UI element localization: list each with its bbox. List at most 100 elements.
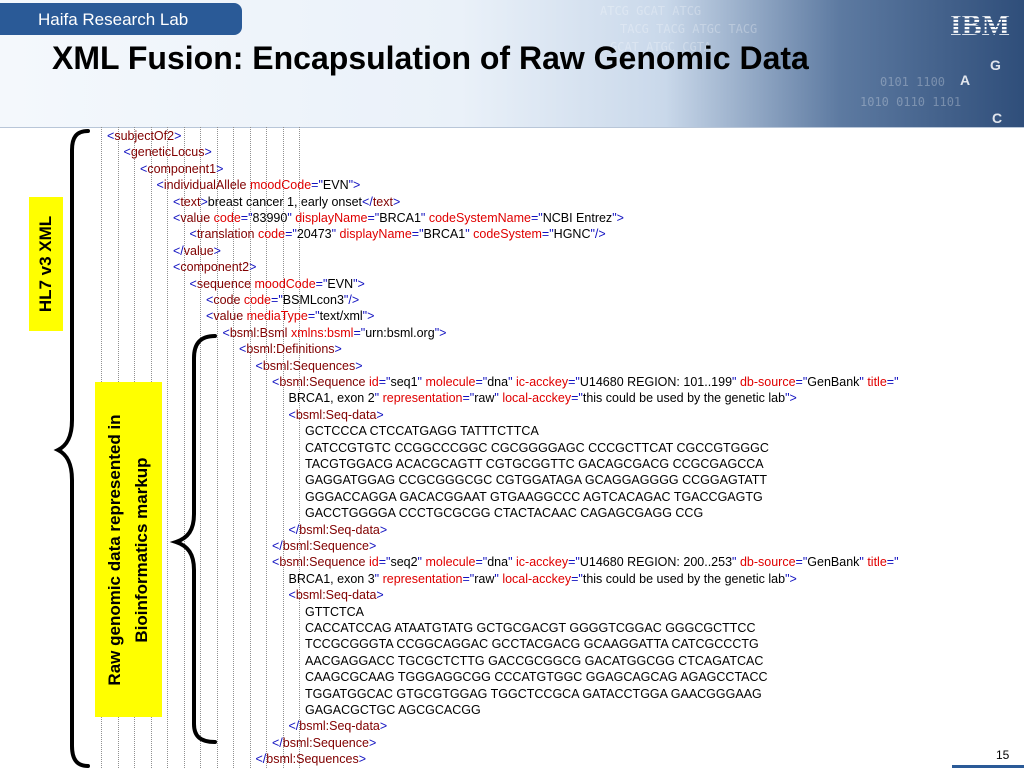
xml-delimiter: </ <box>255 752 267 767</box>
xml-attribute: representation <box>379 391 463 406</box>
xml-delimiter: </ <box>288 719 300 734</box>
indent-guide <box>249 127 251 768</box>
xml-line: <geneticLocus> <box>124 144 212 160</box>
xml-line: </bsml:Sequences> <box>256 751 367 767</box>
xml-delimiter: " <box>417 555 422 570</box>
xml-delimiter: " <box>374 391 380 406</box>
xml-line: <component2> <box>173 259 256 275</box>
xml-attribute: molecule <box>421 375 476 389</box>
xml-delimiter: > <box>334 342 342 357</box>
xml-line: <text>breast cancer 1, early onset</text… <box>173 194 400 210</box>
xml-delimiter: =" <box>475 555 488 570</box>
xml-attribute: molecule <box>421 555 476 570</box>
xml-delimiter: " <box>420 211 426 225</box>
xml-attribute: ic-acckey <box>512 375 569 389</box>
xml-delimiter: " <box>732 375 737 389</box>
xml-delimiter: =" <box>571 571 583 586</box>
xml-value: CAAGCGCAAG TGGGAGGCGG CCCATGTGGC GGAGCAG… <box>305 670 768 685</box>
xml-delimiter: < <box>206 309 214 324</box>
xml-value: BRCA1, exon 3 <box>288 571 375 586</box>
xml-delimiter: < <box>255 358 263 373</box>
xml-value: urn:bsml.org <box>365 325 435 340</box>
bio-label-line-1: Raw genomic data represented in <box>105 413 124 686</box>
indent-guide <box>233 127 234 768</box>
xml-delimiter: > <box>204 145 212 160</box>
xml-delimiter: "> <box>785 571 797 586</box>
xml-tag-name: translation <box>196 227 255 242</box>
xml-delimiter: " <box>287 211 292 225</box>
lab-name-tab: Haifa Research Lab <box>0 3 242 35</box>
xml-delimiter: "> <box>353 276 365 291</box>
xml-value: U14680 REGION: 200..253 <box>579 555 733 570</box>
xml-attribute: displayName <box>291 211 368 225</box>
xml-delimiter: " <box>859 375 864 389</box>
xml-delimiter: "> <box>348 178 361 193</box>
xml-value: dna <box>487 555 509 570</box>
xml-delimiter: =" <box>315 276 328 291</box>
xml-value: GenBank <box>807 375 860 389</box>
xml-line: BRCA1, exon 3" representation="raw" loca… <box>289 571 797 587</box>
xml-tag-name: bsml:Sequence <box>282 735 369 750</box>
xml-delimiter: < <box>173 194 181 209</box>
xml-attribute: moodCode <box>246 178 312 193</box>
hl7-label-text: HL7 v3 XML <box>36 215 55 313</box>
xml-delimiter: > <box>174 129 182 143</box>
xml-tag-name: bsml:Seq-data <box>295 588 377 603</box>
xml-delimiter: < <box>173 211 181 225</box>
xml-attribute: local-acckey <box>498 571 572 586</box>
xml-tag-name: text <box>372 194 393 209</box>
xml-value: 20473 <box>296 227 332 242</box>
xml-line: CACCATCCAG ATAATGTATG GCTGCGACGT GGGGTCG… <box>305 620 755 636</box>
xml-line: <bsml:Sequence id="seq1" molecule="dna" … <box>272 374 899 390</box>
xml-line: <sequence moodCode="EVN"> <box>190 276 365 292</box>
xml-tag-name: bsml:Sequence <box>279 555 366 570</box>
xml-attribute: mediaType <box>243 309 308 324</box>
xml-delimiter: > <box>358 752 367 767</box>
xml-delimiter: =" <box>307 309 320 324</box>
indent-guide <box>200 127 201 768</box>
xml-delimiter: < <box>189 276 197 291</box>
xml-value: 83990 <box>252 211 288 225</box>
xml-delimiter: =" <box>462 391 475 406</box>
indent-guide <box>282 127 284 768</box>
xml-tag-name: bsml:Seq-data <box>295 407 377 422</box>
slide-header: ATCG GCAT ATCG TACG TACG ATGC TACG GCAT … <box>0 0 1024 128</box>
lab-name: Haifa Research Lab <box>38 10 189 29</box>
xml-attribute: title <box>863 555 887 570</box>
xml-tag-name: component1 <box>147 161 217 176</box>
xml-delimiter: < <box>156 178 164 193</box>
xml-line: <bsml:Seq-data> <box>289 407 384 423</box>
bioinformatics-markup-label: Raw genomic data represented in Bioinfor… <box>95 382 162 717</box>
xml-delimiter: > <box>376 588 384 603</box>
indent-guide <box>266 127 267 768</box>
xml-delimiter: =" <box>886 555 899 570</box>
xml-line: <bsml:Seq-data> <box>289 587 384 603</box>
xml-delimiter: </ <box>362 194 373 209</box>
xml-value: this could be used by the genetic lab <box>582 571 786 586</box>
xml-delimiter: < <box>222 325 230 340</box>
xml-tag-name: value <box>180 211 211 225</box>
xml-attribute: code <box>254 227 286 242</box>
xml-delimiter: < <box>206 293 214 307</box>
xml-delimiter: =" <box>411 227 424 242</box>
xml-delimiter: " <box>494 571 499 586</box>
xml-line: GCTCCCA CTCCATGAGG TATTTCTTCA <box>305 423 539 439</box>
slide-title: XML Fusion: Encapsulation of Raw Genomic… <box>52 40 809 76</box>
xml-delimiter: =" <box>311 178 323 193</box>
xml-value: GAGGATGGAG CCGCGGGCGC CGTGGATAGA GCAGGAG… <box>305 473 768 488</box>
xml-delimiter: =" <box>568 375 580 389</box>
xml-delimiter: </ <box>288 522 300 537</box>
xml-value: GTTCTCA <box>305 604 365 619</box>
svg-text:IBM: IBM <box>950 9 1010 38</box>
xml-delimiter: =" <box>285 227 297 242</box>
xml-delimiter: =" <box>367 211 380 225</box>
xml-tag-name: geneticLocus <box>130 145 205 160</box>
xml-value: GACCTGGGGA CCCTGCGCGG CTACTACAAC CAGAGCG… <box>305 506 704 521</box>
indent-guide <box>167 127 168 768</box>
xml-value: seq1 <box>390 375 418 389</box>
xml-delimiter: =" <box>571 391 583 406</box>
xml-attribute: codeSystemName <box>425 211 531 225</box>
xml-line: CATCCGTGTC CCGGCCCGGC CGCGGGGAGC CCCGCTT… <box>305 440 769 456</box>
xml-value: GAGACGCTGC AGCGCACGG <box>305 703 481 717</box>
